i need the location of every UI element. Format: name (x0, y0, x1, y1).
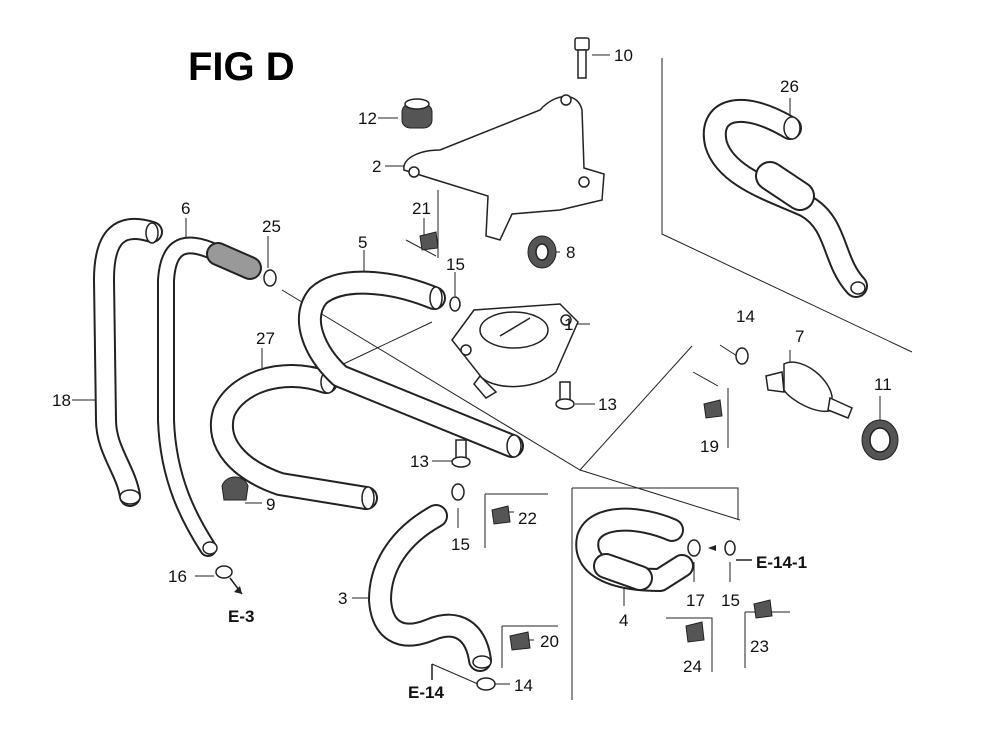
hose-6 (157, 236, 262, 557)
label-15-b: 15 (451, 535, 470, 554)
label-17: 17 (686, 591, 705, 610)
reference-labels: E-3 E-14 E-14-1 (228, 553, 807, 702)
label-27: 27 (256, 329, 275, 348)
label-14-a: 14 (736, 307, 755, 326)
label-1: 1 (564, 315, 573, 334)
label-16: 16 (168, 567, 187, 586)
ref-e14-1: E-14-1 (756, 553, 807, 572)
grommet-12 (401, 98, 433, 129)
hose-26 (702, 98, 868, 298)
screw-13-a (555, 381, 575, 410)
label-23: 23 (750, 637, 769, 656)
screw-13-b (451, 439, 471, 468)
bracket-2 (403, 94, 605, 241)
label-2: 2 (372, 157, 381, 176)
label-12: 12 (358, 109, 377, 128)
figure-title: FIG D (188, 45, 295, 89)
label-15-a: 15 (446, 255, 465, 274)
bolt-10 (574, 37, 590, 79)
label-6: 6 (181, 199, 190, 218)
label-3: 3 (338, 589, 347, 608)
reference-arrows (229, 545, 752, 680)
clip-11 (861, 419, 899, 461)
label-21: 21 (412, 199, 431, 218)
hose-18 (93, 217, 163, 507)
label-8: 8 (566, 243, 575, 262)
label-24: 24 (683, 657, 702, 676)
hose-3 (368, 504, 492, 672)
label-18: 18 (52, 391, 71, 410)
label-9: 9 (266, 495, 275, 514)
label-4: 4 (619, 611, 628, 630)
small-clamps (215, 231, 773, 691)
grommet-8 (527, 235, 557, 269)
label-25: 25 (262, 217, 281, 236)
hose-27 (209, 364, 378, 510)
label-13-b: 13 (410, 452, 429, 471)
label-7: 7 (795, 327, 804, 346)
label-13-a: 13 (598, 395, 617, 414)
fuel-pump-1 (451, 303, 579, 399)
label-11: 11 (874, 375, 892, 394)
label-19: 19 (700, 437, 719, 456)
label-20: 20 (540, 632, 559, 651)
label-15-c: 15 (721, 591, 740, 610)
label-26: 26 (780, 77, 799, 96)
hose-5 (298, 270, 524, 458)
ref-e3: E-3 (228, 607, 254, 626)
label-22: 22 (518, 509, 537, 528)
hose-4 (575, 507, 694, 592)
label-10: 10 (614, 46, 633, 65)
label-5: 5 (358, 233, 367, 252)
part-labels: 1 2 3 4 5 6 7 8 9 10 11 12 13 13 14 14 1… (52, 46, 892, 695)
label-14-b: 14 (514, 676, 533, 695)
fuel-filter-7 (765, 361, 853, 419)
ref-e14: E-14 (408, 683, 444, 702)
